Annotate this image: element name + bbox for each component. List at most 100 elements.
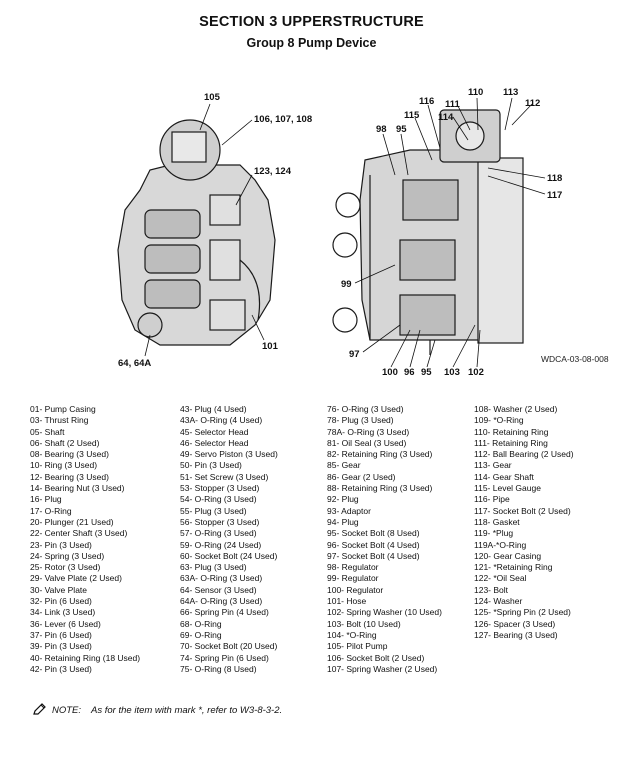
part-item: 42- Pin (3 Used) bbox=[30, 663, 92, 674]
callout-101: 101 bbox=[262, 341, 279, 352]
pump-front-view bbox=[117, 119, 276, 346]
part-item: 119A-*O-Ring bbox=[474, 539, 527, 550]
part-item: 40- Retaining Ring (18 Used) bbox=[30, 652, 141, 663]
part-item: 60- Socket Bolt (24 Used) bbox=[180, 550, 278, 561]
part-item: 22- Center Shaft (3 Used) bbox=[30, 528, 128, 539]
part-item: 121- *Retaining Ring bbox=[474, 562, 553, 573]
callout-105: 105 bbox=[204, 92, 221, 103]
part-item: 25- Rotor (3 Used) bbox=[30, 562, 101, 573]
part-item: 64- Sensor (3 Used) bbox=[180, 584, 257, 595]
callout-98: 98 bbox=[376, 124, 387, 135]
part-item: 108- Washer (2 Used) bbox=[474, 404, 558, 414]
callout-99: 99 bbox=[341, 279, 352, 290]
callout-106-107-108: 106, 107, 108 bbox=[254, 114, 312, 125]
part-item: 110- Retaining Ring bbox=[474, 426, 549, 437]
part-item: 14- Bearing Nut (3 Used) bbox=[30, 483, 125, 494]
part-item: 06- Shaft (2 Used) bbox=[30, 437, 100, 448]
figure-code: WDCA-03-08-008 bbox=[541, 354, 609, 364]
part-item: 105- Pilot Pump bbox=[327, 641, 388, 652]
part-item: 100- Regulator bbox=[327, 584, 384, 595]
callout-118: 118 bbox=[547, 173, 562, 184]
part-item: 113- Gear bbox=[474, 460, 512, 471]
part-item: 104- *O-Ring bbox=[327, 629, 377, 640]
callout-102: 102 bbox=[468, 367, 484, 378]
part-item: 32- Pin (6 Used) bbox=[30, 596, 92, 607]
part-item: 05- Shaft bbox=[30, 426, 65, 437]
part-item: 51- Set Screw (3 Used) bbox=[180, 471, 269, 482]
part-item: 56- Stopper (3 Used) bbox=[180, 516, 260, 527]
pencil-note-icon bbox=[33, 703, 46, 715]
part-item: 95- Socket Bolt (8 Used) bbox=[327, 528, 420, 539]
part-item: 96- Socket Bolt (4 Used) bbox=[327, 539, 420, 550]
note-label: NOTE: bbox=[52, 705, 82, 716]
part-item: 115- Level Gauge bbox=[474, 483, 541, 494]
part-item: 12- Bearing (3 Used) bbox=[30, 471, 109, 482]
part-item: 03- Thrust Ring bbox=[30, 415, 89, 426]
part-item: 57- O-Ring (3 Used) bbox=[180, 528, 257, 539]
part-item: 16- Plug bbox=[30, 494, 62, 505]
part-item: 46- Selector Head bbox=[180, 437, 249, 448]
part-item: 49- Servo Piston (3 Used) bbox=[180, 449, 278, 460]
part-item: 23- Pin (3 Used) bbox=[30, 539, 92, 550]
part-item: 127- Bearing (3 Used) bbox=[474, 629, 558, 640]
part-item: 36- Lever (6 Used) bbox=[30, 618, 101, 629]
part-item: 08- Bearing (3 Used) bbox=[30, 449, 109, 460]
callout-114: 114 bbox=[438, 112, 454, 123]
callout-117: 117 bbox=[547, 190, 562, 201]
part-item: 68- O-Ring bbox=[180, 618, 222, 629]
part-item: 102- Spring Washer (10 Used) bbox=[327, 607, 442, 618]
pump-side-view bbox=[332, 109, 524, 355]
part-item: 43- Plug (4 Used) bbox=[180, 404, 247, 414]
part-item: 45- Selector Head bbox=[180, 426, 249, 437]
part-item: 10- Ring (3 Used) bbox=[30, 460, 98, 471]
part-item: 74- Spring Pin (6 Used) bbox=[180, 652, 269, 663]
part-item: 92- Plug bbox=[327, 494, 359, 505]
part-item: 117- Socket Bolt (2 Used) bbox=[474, 505, 571, 516]
part-item: 53- Stopper (3 Used) bbox=[180, 483, 260, 494]
part-item: 81- Oil Seal (3 Used) bbox=[327, 437, 407, 448]
part-item: 99- Regulator bbox=[327, 573, 379, 584]
callout-115: 115 bbox=[404, 110, 420, 121]
part-item: 85- Gear bbox=[327, 460, 361, 471]
pump-device-illustration: 105 106, 107, 108 123, 124 64, 64A 101 1… bbox=[117, 87, 609, 378]
callout-116: 116 bbox=[419, 96, 434, 107]
part-item: 125- *Spring Pin (2 Used) bbox=[474, 607, 571, 618]
part-item: 54- O-Ring (3 Used) bbox=[180, 494, 257, 505]
part-item: 76- O-Ring (3 Used) bbox=[327, 404, 404, 414]
callout-103: 103 bbox=[444, 367, 460, 378]
callout-64-64a: 64, 64A bbox=[118, 358, 151, 369]
part-item: 123- Bolt bbox=[474, 584, 509, 595]
part-item: 111- Retaining Ring bbox=[474, 437, 548, 448]
part-item: 101- Hose bbox=[327, 596, 367, 607]
part-item: 120- Gear Casing bbox=[474, 550, 542, 561]
part-item: 118- Gasket bbox=[474, 516, 520, 527]
part-item: 103- Bolt (10 Used) bbox=[327, 618, 401, 629]
part-item: 17- O-Ring bbox=[30, 505, 72, 516]
part-item: 66- Spring Pin (4 Used) bbox=[180, 607, 269, 618]
part-item: 39- Pin (3 Used) bbox=[30, 641, 92, 652]
part-item: 93- Adaptor bbox=[327, 505, 371, 516]
part-item: 119- *Plug bbox=[474, 528, 514, 539]
part-item: 82- Retaining Ring (3 Used) bbox=[327, 449, 433, 460]
callout-96: 96 bbox=[404, 367, 415, 378]
part-item: 94- Plug bbox=[327, 516, 359, 527]
callout-95-bottom: 95 bbox=[421, 367, 432, 378]
part-item: 55- Plug (3 Used) bbox=[180, 505, 247, 516]
parts-list-column-2: 43- Plug (4 Used)43A- O-Ring (4 Used)45-… bbox=[180, 404, 278, 675]
part-item: 64A- O-Ring (3 Used) bbox=[180, 596, 263, 607]
part-item: 97- Socket Bolt (4 Used) bbox=[327, 550, 420, 561]
part-item: 98- Regulator bbox=[327, 562, 379, 573]
part-item: 106- Socket Bolt (2 Used) bbox=[327, 652, 425, 663]
part-item: 34- Link (3 Used) bbox=[30, 607, 96, 618]
part-item: 30- Valve Plate bbox=[30, 584, 88, 595]
part-item: 116- Pipe bbox=[474, 494, 510, 505]
part-item: 37- Pin (6 Used) bbox=[30, 629, 92, 640]
part-item: 88- Retaining Ring (3 Used) bbox=[327, 483, 433, 494]
part-item: 20- Plunger (21 Used) bbox=[30, 516, 114, 527]
part-item: 69- O-Ring bbox=[180, 629, 222, 640]
part-item: 43A- O-Ring (4 Used) bbox=[180, 415, 263, 426]
part-item: 78- Plug (3 Used) bbox=[327, 415, 394, 426]
callout-123-124: 123, 124 bbox=[254, 166, 292, 177]
